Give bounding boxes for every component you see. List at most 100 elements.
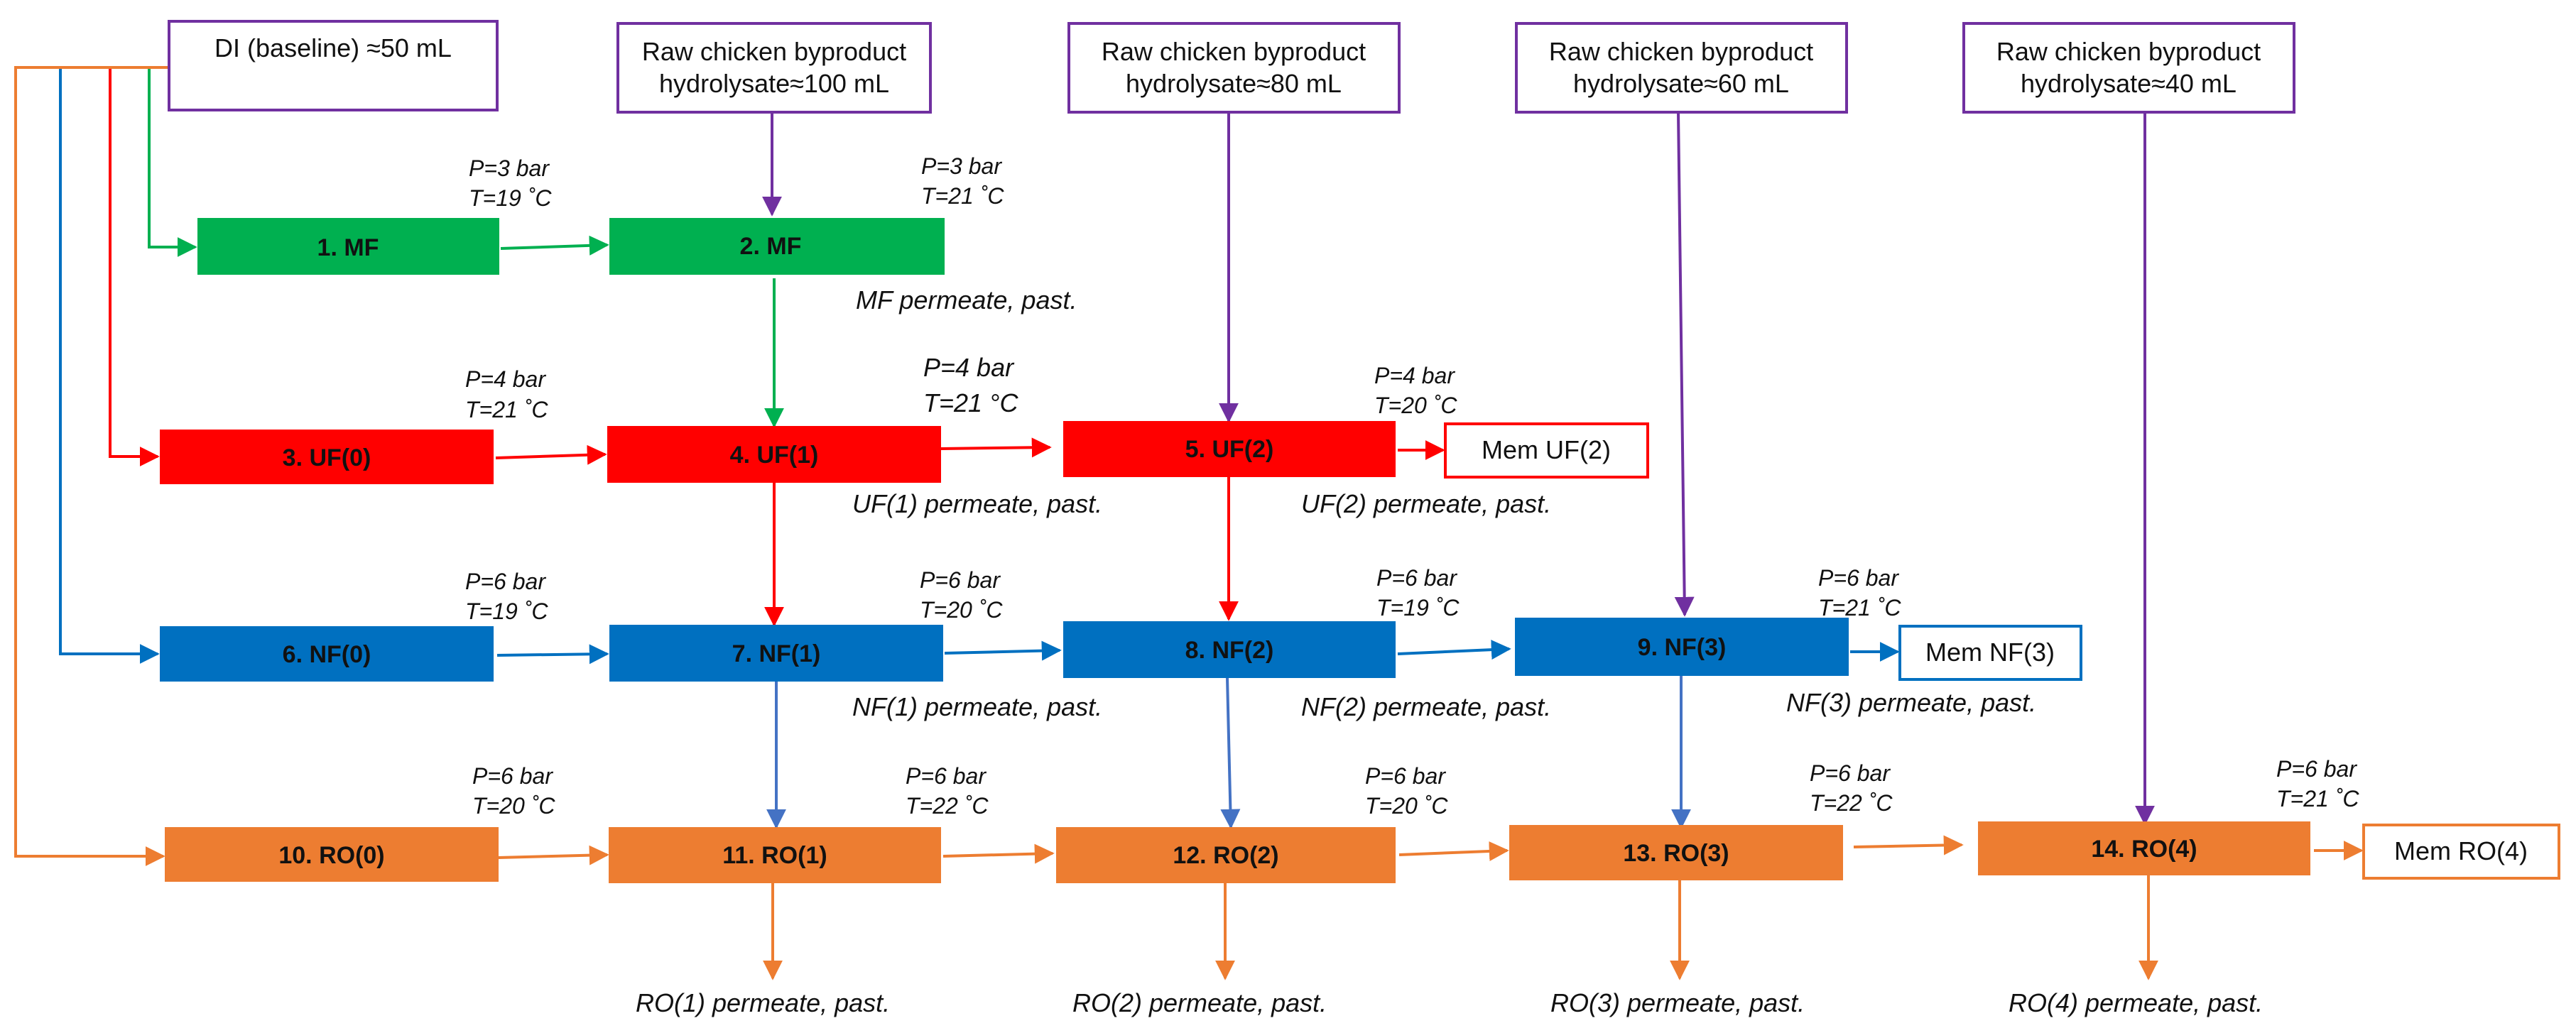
- membrane-ro4-box: Mem RO(4): [2362, 824, 2560, 880]
- cond-5-temp: T=20 ˚C: [1374, 393, 1457, 418]
- svg-text:6. NF(0): 6. NF(0): [283, 641, 371, 668]
- svg-text:7. NF(1): 7. NF(1): [732, 640, 821, 667]
- step-7-nf1: 7. NF(1): [609, 625, 943, 682]
- ro2-to-ro3-arrow: [1398, 841, 1509, 861]
- cond-2-temp: T=21 ˚C: [921, 183, 1004, 209]
- di-to-uf-arrow: [109, 67, 160, 466]
- cond-10-temp: T=20 ˚C: [472, 793, 555, 819]
- nf2-permeate-label: NF(2) permeate, past.: [1301, 692, 1551, 721]
- step-14-ro4: 14. RO(4): [1978, 821, 2310, 875]
- cond-6-temp: T=19 ˚C: [465, 599, 548, 624]
- uf1-permeate-label: UF(1) permeate, past.: [852, 489, 1102, 518]
- cond-11-pressure: P=6 bar: [906, 763, 987, 789]
- di-source-label: DI (baseline) ≈50 mL: [214, 33, 452, 62]
- feed1-line2: hydrolysate≈100 mL: [659, 69, 889, 98]
- cond-6-pressure: P=6 bar: [465, 569, 546, 594]
- feed3-source-box: Raw chicken byproduct hydrolysate≈60 mL: [1515, 22, 1848, 114]
- di-source-box: DI (baseline) ≈50 mL: [168, 20, 499, 111]
- nf2-to-nf3-arrow: [1397, 640, 1511, 660]
- cond-2-pressure: P=3 bar: [921, 153, 1002, 179]
- step-13-ro3: 13. RO(3): [1509, 825, 1843, 880]
- svg-text:12. RO(2): 12. RO(2): [1173, 842, 1278, 869]
- uf2-permeate-label: UF(2) permeate, past.: [1301, 489, 1551, 518]
- ro0-to-ro1-arrow: [498, 845, 609, 865]
- cond-7-temp: T=20 ˚C: [920, 597, 1003, 623]
- ro1-to-ro2-arrow: [942, 843, 1055, 864]
- mf1-to-mf2-arrow: [500, 235, 609, 256]
- step-9-nf3: 9. NF(3): [1515, 618, 1849, 676]
- step-2-mf: 2. MF: [609, 218, 945, 275]
- feed3-line2: hydrolysate≈60 mL: [1573, 69, 1789, 98]
- cond-10-pressure: P=6 bar: [472, 763, 553, 789]
- svg-text:3. UF(0): 3. UF(0): [283, 444, 371, 471]
- svg-text:8. NF(2): 8. NF(2): [1185, 637, 1274, 664]
- cond-4-temp: T=21 °C: [923, 388, 1018, 417]
- feed2-source-box: Raw chicken byproduct hydrolysate≈80 mL: [1067, 22, 1401, 114]
- svg-text:2. MF: 2. MF: [740, 233, 802, 260]
- cond-1-pressure: P=3 bar: [469, 155, 550, 181]
- nf2-to-ro2-arrow: [1220, 677, 1241, 829]
- step-5-uf2: 5. UF(2): [1063, 421, 1396, 477]
- di-to-nf-arrow: [59, 67, 160, 664]
- feed4-line2: hydrolysate≈40 mL: [2021, 69, 2237, 98]
- cond-14-temp: T=21 ˚C: [2276, 786, 2359, 811]
- cond-3-temp: T=21 ˚C: [465, 397, 548, 422]
- di-to-mf-arrow: [148, 67, 197, 257]
- nf1-permeate-label: NF(1) permeate, past.: [852, 692, 1102, 721]
- svg-text:10. RO(0): 10. RO(0): [278, 842, 384, 869]
- feed2-line1: Raw chicken byproduct: [1102, 37, 1366, 66]
- ro4-permeate-label: RO(4) permeate, past.: [2009, 988, 2263, 1017]
- cond-13-pressure: P=6 bar: [1810, 760, 1891, 786]
- feed1-line1: Raw chicken byproduct: [642, 37, 906, 66]
- step-10-ro0: 10. RO(0): [165, 827, 499, 882]
- step-8-nf2: 8. NF(2): [1063, 621, 1396, 678]
- svg-text:Mem UF(2): Mem UF(2): [1482, 435, 1611, 464]
- cond-12-pressure: P=6 bar: [1365, 763, 1446, 789]
- membrane-uf2-box: Mem UF(2): [1444, 422, 1649, 479]
- cond-8-pressure: P=6 bar: [1376, 565, 1457, 591]
- cond-8-temp: T=19 ˚C: [1376, 595, 1460, 621]
- cond-1-temp: T=19 ˚C: [469, 185, 552, 211]
- ro1-permeate-label: RO(1) permeate, past.: [636, 988, 890, 1017]
- mf-permeate-label: MF permeate, past.: [856, 285, 1077, 315]
- cond-13-temp: T=22 ˚C: [1810, 790, 1893, 816]
- nf3-permeate-label: NF(3) permeate, past.: [1786, 688, 2036, 717]
- cond-3-pressure: P=4 bar: [465, 366, 546, 392]
- cond-4-pressure: P=4 bar: [923, 353, 1015, 382]
- nf1-to-nf2-arrow: [944, 640, 1062, 661]
- feed4-line1: Raw chicken byproduct: [1996, 37, 2261, 66]
- step-3-uf0: 3. UF(0): [160, 430, 494, 484]
- feed1-source-box: Raw chicken byproduct hydrolysate≈100 mL: [616, 22, 932, 114]
- operating-conditions: P=3 bar T=19 ˚C P=3 bar T=21 ˚C P=4 bar …: [465, 153, 2359, 819]
- cond-11-temp: T=22 ˚C: [906, 793, 989, 819]
- cond-7-pressure: P=6 bar: [920, 567, 1001, 593]
- step-12-ro2: 12. RO(2): [1056, 827, 1396, 883]
- feed4-source-box: Raw chicken byproduct hydrolysate≈40 mL: [1962, 22, 2295, 114]
- cond-14-pressure: P=6 bar: [2276, 756, 2357, 782]
- svg-text:14. RO(4): 14. RO(4): [2091, 836, 2197, 863]
- membrane-nf3-box: Mem NF(3): [1898, 625, 2082, 681]
- cond-12-temp: T=20 ˚C: [1365, 793, 1448, 819]
- svg-text:11. RO(1): 11. RO(1): [722, 842, 827, 869]
- svg-text:13. RO(3): 13. RO(3): [1623, 840, 1729, 867]
- svg-text:9. NF(3): 9. NF(3): [1638, 634, 1727, 661]
- di-to-ro-arrow: [14, 66, 169, 866]
- connectors: [14, 66, 2364, 980]
- uf1-to-uf2-arrow: [940, 437, 1052, 458]
- svg-text:Mem RO(4): Mem RO(4): [2394, 836, 2528, 865]
- ro2-permeate-label: RO(2) permeate, past.: [1072, 988, 1327, 1017]
- svg-text:Mem NF(3): Mem NF(3): [1925, 638, 2055, 667]
- cond-9-pressure: P=6 bar: [1818, 565, 1899, 591]
- svg-text:4. UF(1): 4. UF(1): [730, 442, 819, 469]
- svg-text:1. MF: 1. MF: [317, 234, 379, 261]
- step-4-uf1: 4. UF(1): [607, 426, 941, 483]
- ro3-permeate-label: RO(3) permeate, past.: [1550, 988, 1805, 1017]
- permeate-labels: MF permeate, past. UF(1) permeate, past.…: [636, 285, 2263, 1017]
- nf0-to-nf1-arrow: [496, 644, 609, 665]
- feed2-line2: hydrolysate≈80 mL: [1126, 69, 1342, 98]
- cond-5-pressure: P=4 bar: [1374, 363, 1455, 388]
- feed3-arrow: [1674, 111, 1695, 617]
- ro3-to-ro4-arrow: [1853, 835, 1964, 856]
- step-6-nf0: 6. NF(0): [160, 626, 494, 682]
